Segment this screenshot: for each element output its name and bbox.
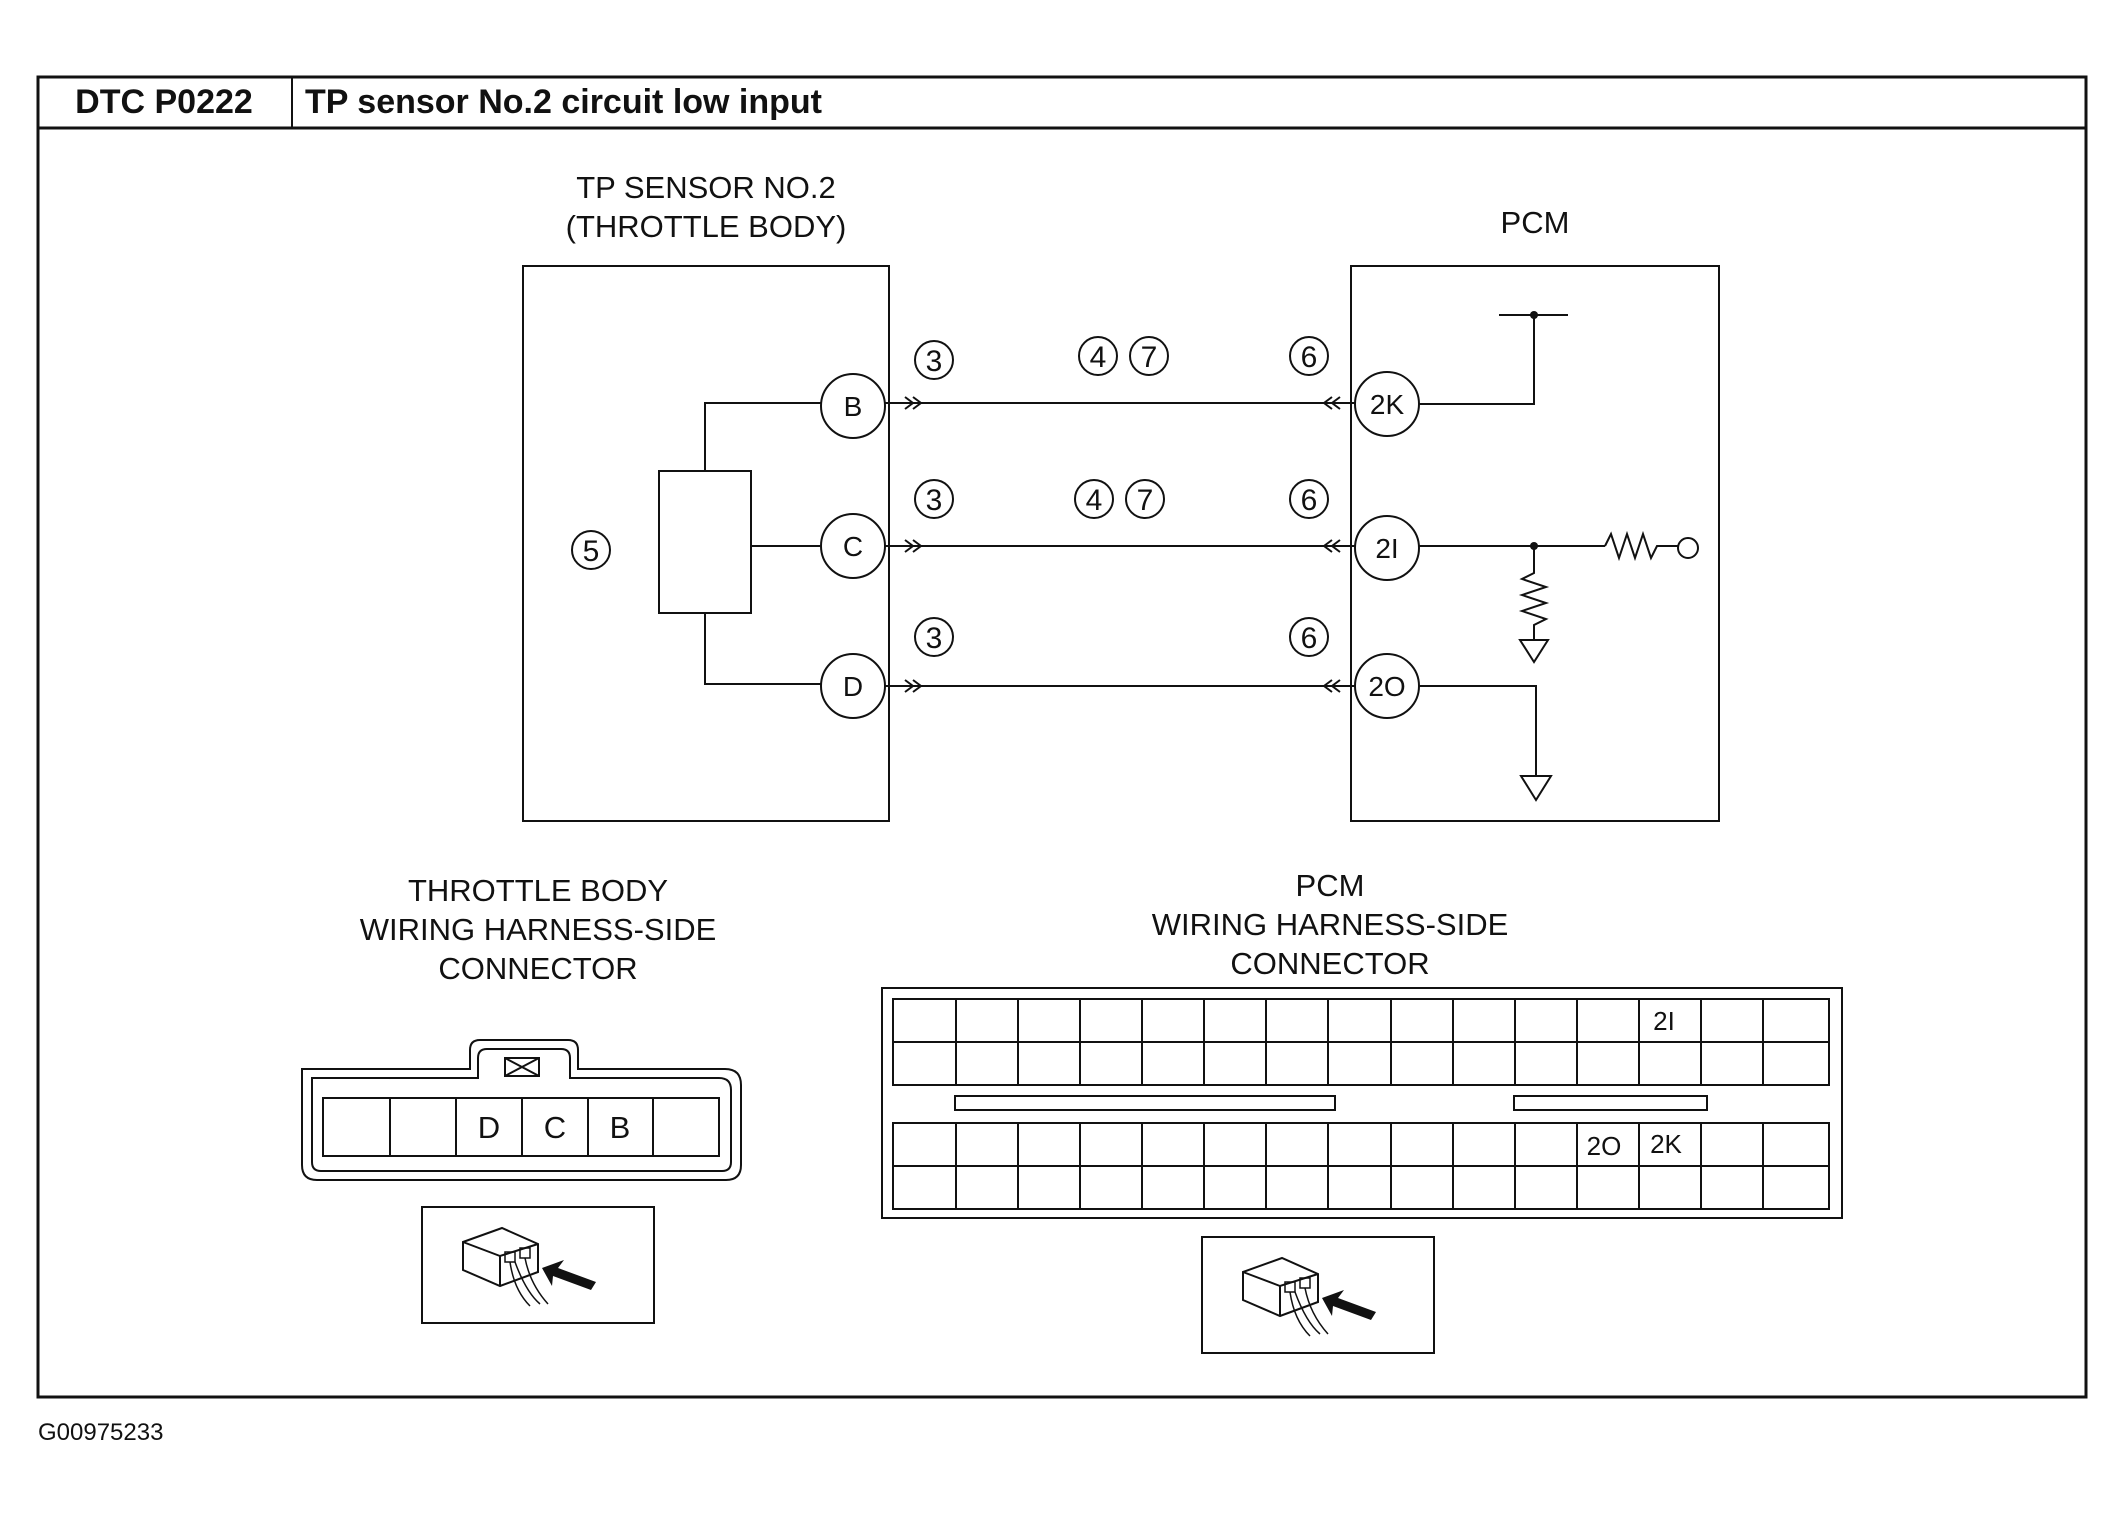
pcm-pin-2k-label: 2K bbox=[1370, 389, 1405, 420]
throttle-connector-cell-c: C bbox=[544, 1110, 566, 1145]
pcm-pin-2o-label: 2O bbox=[1368, 671, 1405, 702]
pcm-box bbox=[1350, 265, 1720, 822]
pullup-supply-terminal bbox=[1677, 537, 1699, 559]
sensor-pin-d: D bbox=[820, 653, 886, 719]
sensor-title-line2: (THROTTLE BODY) bbox=[566, 209, 847, 244]
throttle-connector-body bbox=[301, 1039, 742, 1181]
callout-wire-c-mid-1-number: 4 bbox=[1086, 484, 1103, 517]
callout-wire-d-sensor: 3 bbox=[914, 617, 954, 657]
connector-chevron-pcm-2o bbox=[1322, 679, 1341, 693]
pcm-connector-body bbox=[881, 987, 1843, 1219]
sensor-pin-d-label: D bbox=[843, 671, 863, 702]
pcm-harness-side-view-icon bbox=[1201, 1236, 1435, 1354]
sensor-internal-wire-b bbox=[704, 402, 821, 471]
callout-wire-b-sensor: 3 bbox=[914, 340, 954, 380]
sensor-pin-c: C bbox=[820, 513, 886, 579]
connector-chevron-pcm-2i bbox=[1322, 539, 1341, 553]
pcm-connector-title-line3: CONNECTOR bbox=[1230, 946, 1429, 981]
sensor-resistor-element bbox=[658, 470, 752, 614]
callout-wire-c-sensor-number: 3 bbox=[926, 484, 943, 517]
callout-wire-b-sensor-number: 3 bbox=[926, 345, 943, 378]
throttle-connector-cell-d: D bbox=[478, 1110, 500, 1145]
pcm-internal-2o-line bbox=[1419, 685, 1537, 776]
pcm-connector-cell-2i: 2I bbox=[1653, 1006, 1675, 1036]
figure-id: G00975233 bbox=[38, 1419, 163, 1446]
connector-chevron-sensor-d bbox=[904, 679, 923, 693]
outer-frame bbox=[36, 75, 2088, 1399]
pcm-connector-cell-2k: 2K bbox=[1650, 1129, 1682, 1159]
callout-wire-b-mid-2-number: 7 bbox=[1141, 341, 1158, 374]
throttle-connector-title-line2: WIRING HARNESS-SIDE bbox=[360, 912, 717, 947]
throttle-connector-cell-b: B bbox=[610, 1110, 631, 1145]
throttle-connector-title-line3: CONNECTOR bbox=[438, 951, 637, 986]
dtc-title: TP sensor No.2 circuit low input bbox=[305, 83, 822, 121]
pcm-internal-2k-line bbox=[1419, 315, 1535, 405]
throttle-connector-title-line1: THROTTLE BODY bbox=[408, 873, 668, 908]
pcm-connector-cell-2o: 2O bbox=[1587, 1131, 1622, 1161]
callout-wire-b-mid-1-number: 4 bbox=[1090, 341, 1107, 374]
callout-wire-d-pcm: 6 bbox=[1289, 617, 1329, 657]
component-callout-5: 5 bbox=[571, 530, 611, 570]
pcm-supply-junction bbox=[1530, 311, 1538, 319]
callout-wire-c-pcm: 6 bbox=[1289, 479, 1329, 519]
callout-wire-c-mid-2: 7 bbox=[1125, 479, 1165, 519]
callout-wire-b-mid-1: 4 bbox=[1078, 336, 1118, 376]
sensor-internal-wire-d bbox=[704, 613, 822, 685]
callout-wire-d-pcm-number: 6 bbox=[1301, 622, 1318, 655]
harness-side-view-icon bbox=[421, 1206, 655, 1324]
tp-sensor-box bbox=[522, 265, 890, 822]
pcm-pin-2i-label: 2I bbox=[1375, 533, 1398, 564]
connector-chevron-sensor-c bbox=[904, 539, 923, 553]
pcm-connector-title-line1: PCM bbox=[1296, 868, 1365, 903]
ground-symbol-2i bbox=[1518, 639, 1550, 664]
sensor-pin-b: B bbox=[820, 373, 886, 439]
callout-wire-b-mid-2: 7 bbox=[1129, 336, 1169, 376]
sensor-title-line1: TP SENSOR NO.2 bbox=[576, 170, 836, 205]
pcm-pin-2k: 2K bbox=[1354, 371, 1420, 437]
connector-chevron-sensor-b bbox=[904, 396, 923, 410]
pullup-resistor-symbol bbox=[1604, 530, 1680, 562]
callout-wire-c-mid-2-number: 7 bbox=[1137, 484, 1154, 517]
pcm-pin-2i: 2I bbox=[1354, 515, 1420, 581]
dtc-code: DTC P0222 bbox=[75, 83, 253, 121]
callout-wire-c-pcm-number: 6 bbox=[1301, 484, 1318, 517]
pcm-title: PCM bbox=[1501, 205, 1570, 240]
callout-5-number: 5 bbox=[583, 535, 600, 568]
connector-chevron-pcm-2k bbox=[1322, 396, 1341, 410]
pulldown-resistor-symbol bbox=[1518, 546, 1550, 640]
sensor-pin-c-label: C bbox=[843, 531, 863, 562]
callout-wire-c-mid-1: 4 bbox=[1074, 479, 1114, 519]
callout-wire-c-sensor: 3 bbox=[914, 479, 954, 519]
ground-symbol-2o bbox=[1519, 775, 1553, 802]
pcm-pin-2o: 2O bbox=[1354, 653, 1420, 719]
pcm-connector-title-line2: WIRING HARNESS-SIDE bbox=[1152, 907, 1509, 942]
callout-wire-b-pcm-number: 6 bbox=[1301, 341, 1318, 374]
sensor-pin-b-label: B bbox=[844, 391, 863, 422]
callout-wire-b-pcm: 6 bbox=[1289, 336, 1329, 376]
callout-wire-d-sensor-number: 3 bbox=[926, 622, 943, 655]
